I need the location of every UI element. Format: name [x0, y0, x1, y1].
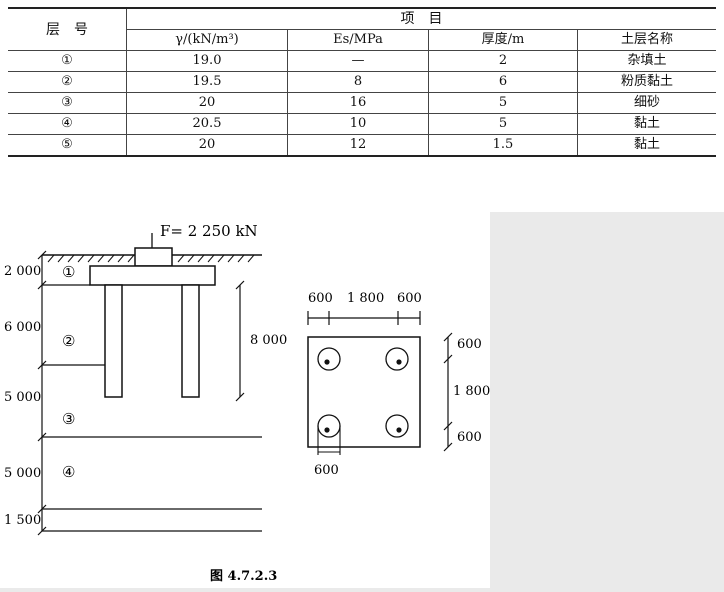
pile-elevation	[104, 284, 200, 398]
layer-mark-3: ③	[62, 410, 75, 428]
col-compression-modulus: Es/MPa	[287, 29, 429, 51]
col-unit-weight: γ/(kN/m³)	[126, 29, 288, 51]
unit-weight: 19.0	[126, 50, 288, 72]
plan-right-dimension	[443, 332, 453, 452]
plan-top-dimension	[307, 311, 421, 325]
unit-weight: 20	[126, 92, 288, 114]
layer-number: ②	[8, 71, 127, 93]
layer-marks: ① ② ③ ④	[62, 263, 75, 481]
left-dimension-labels: 2 000 6 000 5 000 5 000 1 500	[4, 264, 41, 528]
layer-number-header: 层 号	[8, 7, 127, 51]
dim-layer-3: 5 000	[4, 390, 41, 405]
compression-modulus: 16	[287, 92, 429, 114]
items-header: 项 目	[126, 7, 716, 30]
pile-length-dimension	[235, 280, 245, 402]
pile-length-label: 8 000	[250, 333, 287, 348]
soil-name: 黏土	[577, 134, 716, 157]
thickness: 5	[428, 92, 578, 114]
thickness: 6	[428, 71, 578, 93]
soil-layer-boundaries	[42, 284, 262, 532]
layer-number: ①	[8, 50, 127, 72]
layer-mark-4: ④	[62, 463, 75, 481]
pile-diameter-dimension	[317, 426, 341, 455]
plan-pile-centers	[324, 359, 402, 433]
table-row: ① 19.0 — 2 杂填土	[8, 50, 716, 72]
unit-weight: 19.5	[126, 71, 288, 93]
layer-number: ⑤	[8, 134, 127, 157]
layer-mark-1: ①	[62, 263, 75, 281]
table-row: ⑤ 20 12 1.5 黏土	[8, 134, 716, 157]
force-label: F= 2 250 kN	[160, 222, 258, 240]
pile-cap	[89, 247, 216, 286]
compression-modulus: 10	[287, 113, 429, 135]
table-row: ④ 20.5 10 5 黏土	[8, 113, 716, 135]
unit-weight: 20	[126, 134, 288, 157]
plan-right-dim-1: 600	[457, 337, 482, 352]
compression-modulus: —	[287, 50, 429, 72]
ground-surface	[42, 254, 262, 263]
plan-top-dim-2: 1 800	[347, 291, 384, 306]
pile-foundation-figure: F= 2 250 kN	[4, 222, 490, 584]
table-row: ② 19.5 8 6 粉质黏土	[8, 71, 716, 93]
table-header-row: 层 号 项 目	[8, 7, 716, 51]
layer-number: ④	[8, 113, 127, 135]
figure-area: F= 2 250 kN	[0, 212, 490, 588]
table-row: ③ 20 16 5 细砂	[8, 92, 716, 114]
compression-modulus: 12	[287, 134, 429, 157]
soil-name: 黏土	[577, 113, 716, 135]
thickness: 1.5	[428, 134, 578, 157]
plan-right-labels: 600 1 800 600	[453, 337, 490, 445]
soil-name: 杂填土	[577, 50, 716, 72]
layer-number: ③	[8, 92, 127, 114]
col-soil-name: 土层名称	[577, 29, 716, 51]
plan-piles	[317, 347, 409, 438]
soil-name: 粉质黏土	[577, 71, 716, 93]
pile-diameter-label: 600	[314, 463, 339, 478]
plan-top-dim-3: 600	[397, 291, 422, 306]
dim-layer-5: 1 500	[4, 513, 41, 528]
unit-weight: 20.5	[126, 113, 288, 135]
dim-layer-2: 6 000	[4, 320, 41, 335]
col-thickness: 厚度/m	[428, 29, 578, 51]
layer-mark-2: ②	[62, 332, 75, 350]
compression-modulus: 8	[287, 71, 429, 93]
thickness: 2	[428, 50, 578, 72]
plan-right-dim-3: 600	[457, 430, 482, 445]
soil-parameters-table: 层 号 项 目 γ/(kN/m³) Es/MPa 厚度/m 土层名称 ① 19.…	[8, 7, 716, 157]
plan-top-labels: 600 1 800 600	[308, 291, 422, 306]
thickness: 5	[428, 113, 578, 135]
plan-right-dim-2: 1 800	[453, 384, 490, 399]
figure-caption: 图 4.7.2.3	[210, 569, 277, 584]
soil-table-area: 层 号 项 目 γ/(kN/m³) Es/MPa 厚度/m 土层名称 ① 19.…	[0, 0, 724, 212]
soil-name: 细砂	[577, 92, 716, 114]
dim-layer-1: 2 000	[4, 264, 41, 279]
plan-top-dim-1: 600	[308, 291, 333, 306]
dim-layer-4: 5 000	[4, 466, 41, 481]
left-dimension-line	[37, 250, 47, 536]
